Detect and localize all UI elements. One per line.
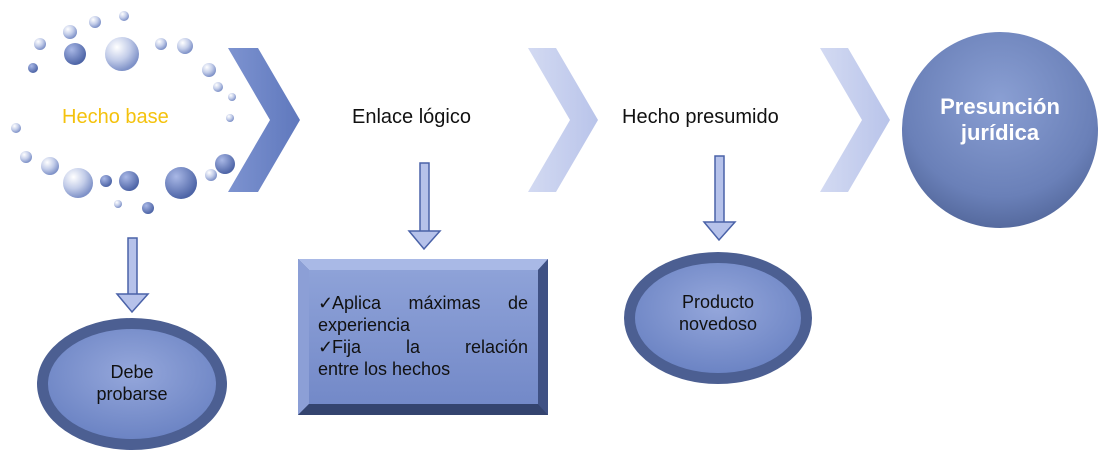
producto-novedoso-oval bbox=[624, 252, 812, 384]
check-icon: ✓ bbox=[318, 337, 334, 357]
producto-novedoso-text: Producto novedoso bbox=[678, 292, 758, 334]
checklist-line: entre los hechos bbox=[318, 359, 451, 379]
checklist-line: Fija la relación bbox=[332, 337, 528, 357]
check-icon: ✓ bbox=[318, 293, 334, 313]
presuncion-label: Presunción jurídica bbox=[940, 94, 1060, 145]
checklist-line: Aplica máximas de bbox=[332, 293, 528, 313]
checklist-line: experiencia bbox=[318, 315, 411, 335]
arrow-down-icon bbox=[407, 162, 442, 251]
checklist-item: ✓ Fija la relación entre los hechos bbox=[318, 336, 528, 380]
arrow-down-icon bbox=[115, 237, 150, 314]
enlace-logico-label: Enlace lógico bbox=[352, 106, 471, 128]
enlace-box-text: ✓ Aplica máximas de experiencia ✓ Fija l… bbox=[318, 292, 528, 380]
debe-probarse-oval bbox=[37, 318, 227, 450]
chevron-2 bbox=[528, 48, 598, 192]
hecho-base-label: Hecho base bbox=[62, 106, 169, 128]
presuncion-circle bbox=[902, 32, 1098, 228]
chevron-1 bbox=[228, 48, 300, 192]
arrow-down-icon bbox=[702, 155, 737, 242]
enlace-box bbox=[298, 259, 548, 415]
hecho-presumido-label: Hecho presumido bbox=[622, 106, 779, 128]
checklist-item: ✓ Aplica máximas de experiencia bbox=[318, 292, 528, 336]
debe-probarse-text: Debe probarse bbox=[96, 362, 168, 404]
chevron-3 bbox=[820, 48, 890, 192]
bubble-ring bbox=[11, 11, 236, 214]
